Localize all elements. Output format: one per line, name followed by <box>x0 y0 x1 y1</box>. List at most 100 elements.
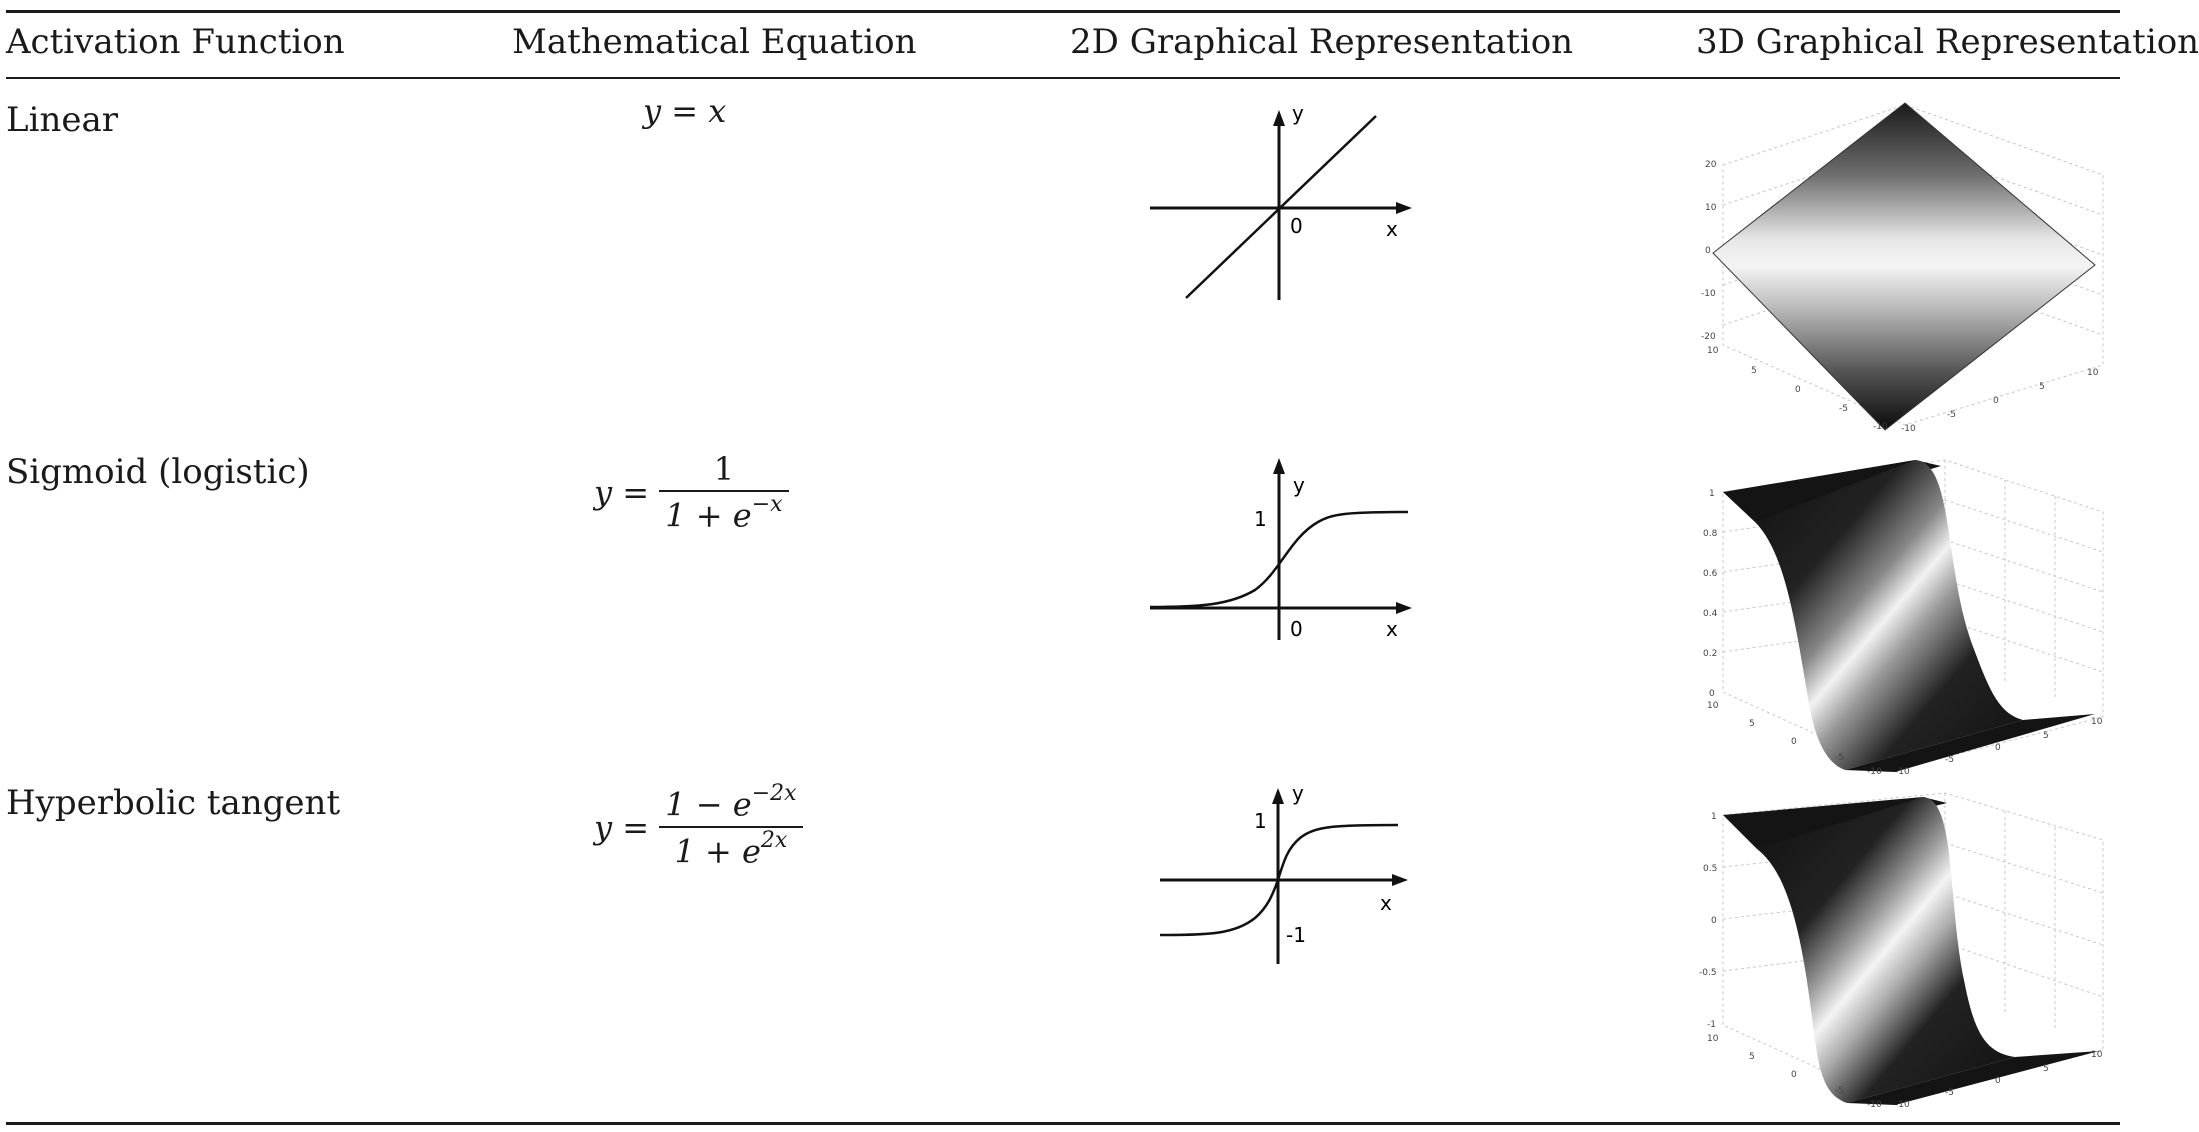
x-tick: -5 <box>1835 1086 1844 1096</box>
equation-sigmoid: y = 1 1 + e−x <box>594 450 789 535</box>
header-3d-graphical-representation: 3D Graphical Representation <box>1696 22 2199 62</box>
y-tick: 0 <box>1995 743 2001 753</box>
linear-curve <box>1185 115 1377 299</box>
y-axis-arrowhead <box>1273 458 1285 474</box>
denominator-exponent: −x <box>751 492 783 517</box>
y-tick: 5 <box>2043 1064 2049 1074</box>
y-tick: 5 <box>2039 382 2045 392</box>
equation-fraction: 1 − e−2x 1 + e2x <box>659 781 803 871</box>
z-tick: -0.5 <box>1699 968 1717 978</box>
y-tick: -10 <box>1895 767 1910 777</box>
z-tick: 0.6 <box>1703 569 1718 579</box>
z-tick: 0.8 <box>1703 529 1718 539</box>
origin-label: 0 <box>1290 617 1303 641</box>
x-tick-labels: 10 5 0 -5 -10 <box>1707 1034 1882 1110</box>
denominator-exponent: 2x <box>760 827 788 853</box>
x-axis-arrowhead <box>1396 602 1412 614</box>
denominator-base: 1 + e <box>674 832 761 871</box>
row-label-sigmoid: Sigmoid (logistic) <box>6 452 310 492</box>
x-tick: 10 <box>1707 346 1719 356</box>
y-axis-label: y <box>1292 101 1304 125</box>
y-tick: 10 <box>2091 717 2103 727</box>
equation-denominator: 1 + e2x <box>659 825 803 871</box>
y-tick: -5 <box>1947 410 1956 420</box>
sigmoid-surface-transition <box>1755 460 2023 770</box>
plot-2d-sigmoid: y 1 0 x <box>1149 458 1412 641</box>
denominator-base: 1 + e <box>665 496 752 535</box>
sigmoid-surface-lower-plateau <box>1845 714 2095 772</box>
y-axis-label: y <box>1292 781 1304 805</box>
z-tick: 0 <box>1709 689 1715 699</box>
z-tick: -10 <box>1701 289 1716 299</box>
y-tick-labels: -10 -5 0 5 10 <box>1895 717 2103 777</box>
x-tick: -5 <box>1839 404 1848 414</box>
x-tick: 5 <box>1751 366 1757 376</box>
equation-lhs: y <box>594 808 613 847</box>
header-rule <box>6 77 2120 79</box>
bottom-rule <box>6 1122 2120 1125</box>
x-axis-arrowhead <box>1392 874 1408 886</box>
z-tick: 1 <box>1711 812 1717 822</box>
z-tick: 0 <box>1711 916 1717 926</box>
x-tick: 0 <box>1791 737 1797 747</box>
y-axis-arrowhead <box>1272 788 1284 804</box>
tanh-surface-lower-plateau <box>1847 1051 2099 1105</box>
y-tick: -10 <box>1895 1100 1910 1110</box>
row-label-linear: Linear <box>6 100 118 140</box>
x-tick: 5 <box>1749 719 1755 729</box>
equation-tanh: y = 1 − e−2x 1 + e2x <box>594 781 803 871</box>
equation-numerator: 1 <box>713 450 735 488</box>
origin-label: 0 <box>1290 214 1303 238</box>
header-mathematical-equation: Mathematical Equation <box>512 22 917 62</box>
x-tick: 0 <box>1791 1070 1797 1080</box>
z-tick: 0.5 <box>1703 864 1717 874</box>
row-label-tanh: Hyperbolic tangent <box>6 783 341 823</box>
equation-rhs: x <box>708 92 727 130</box>
x-tick: -10 <box>1873 422 1888 432</box>
y-tick: 10 <box>2087 368 2099 378</box>
equation-lhs: y <box>643 92 662 130</box>
plot-2d-tanh: y 1 x -1 <box>1159 781 1408 964</box>
x-tick: 0 <box>1795 385 1801 395</box>
x-axis-label: x <box>1386 217 1398 241</box>
lower-level-label: -1 <box>1286 923 1306 947</box>
x-tick: 10 <box>1707 701 1719 711</box>
z-tick: -1 <box>1707 1020 1716 1030</box>
x-tick: 10 <box>1707 1034 1719 1044</box>
x-axis-arrowhead <box>1396 202 1412 214</box>
x-tick: -10 <box>1867 767 1882 777</box>
y-tick-labels: -10 -5 0 5 10 <box>1895 1050 2103 1110</box>
y-tick: -10 <box>1901 424 1916 434</box>
plot-3d-linear: 20 10 0 -10 -20 10 5 0 -5 -10 -10 -5 0 5… <box>1701 102 2104 434</box>
header-activation-function: Activation Function <box>6 22 345 62</box>
y-tick: 0 <box>1993 396 1999 406</box>
z-tick-labels: 20 10 0 -10 -20 <box>1701 160 1717 342</box>
z-tick: 1 <box>1709 489 1715 499</box>
x-axis-label: x <box>1386 617 1398 641</box>
y-tick: -5 <box>1945 1088 1954 1098</box>
numerator-base: 1 − e <box>665 785 752 824</box>
plot-3d-tanh: 1 0.5 0 -0.5 -1 10 5 0 -5 -10 -10 -5 0 5… <box>1699 792 2104 1110</box>
x-tick: 5 <box>1749 1052 1755 1062</box>
z-tick-labels: 1 0.5 0 -0.5 -1 <box>1699 812 1717 1030</box>
z-tick: 10 <box>1705 203 1717 213</box>
upper-level-label: 1 <box>1254 809 1267 833</box>
y-axis-arrowhead <box>1273 110 1285 126</box>
x-tick-labels: 10 5 0 -5 -10 <box>1707 346 1888 432</box>
x-tick: -5 <box>1835 753 1844 763</box>
z-tick: 20 <box>1705 160 1717 170</box>
upper-level-label: 1 <box>1254 507 1267 531</box>
z-tick-labels: 1 0.8 0.6 0.4 0.2 0 <box>1703 489 1718 699</box>
equation-linear: y = x <box>643 92 727 130</box>
x-tick: -10 <box>1867 1100 1882 1110</box>
y-axis-label: y <box>1293 473 1305 497</box>
y-tick: 0 <box>1995 1076 2001 1086</box>
z-tick: -20 <box>1701 332 1716 342</box>
y-tick-labels: -10 -5 0 5 10 <box>1901 368 2099 434</box>
plot-2d-linear: y 0 x <box>1150 101 1412 300</box>
tanh-curve <box>1159 823 1399 937</box>
equation-numerator: 1 − e−2x <box>659 781 802 826</box>
equation-denominator: 1 + e−x <box>659 490 789 535</box>
z-tick: 0.4 <box>1703 609 1718 619</box>
sigmoid-curve <box>1149 510 1409 609</box>
